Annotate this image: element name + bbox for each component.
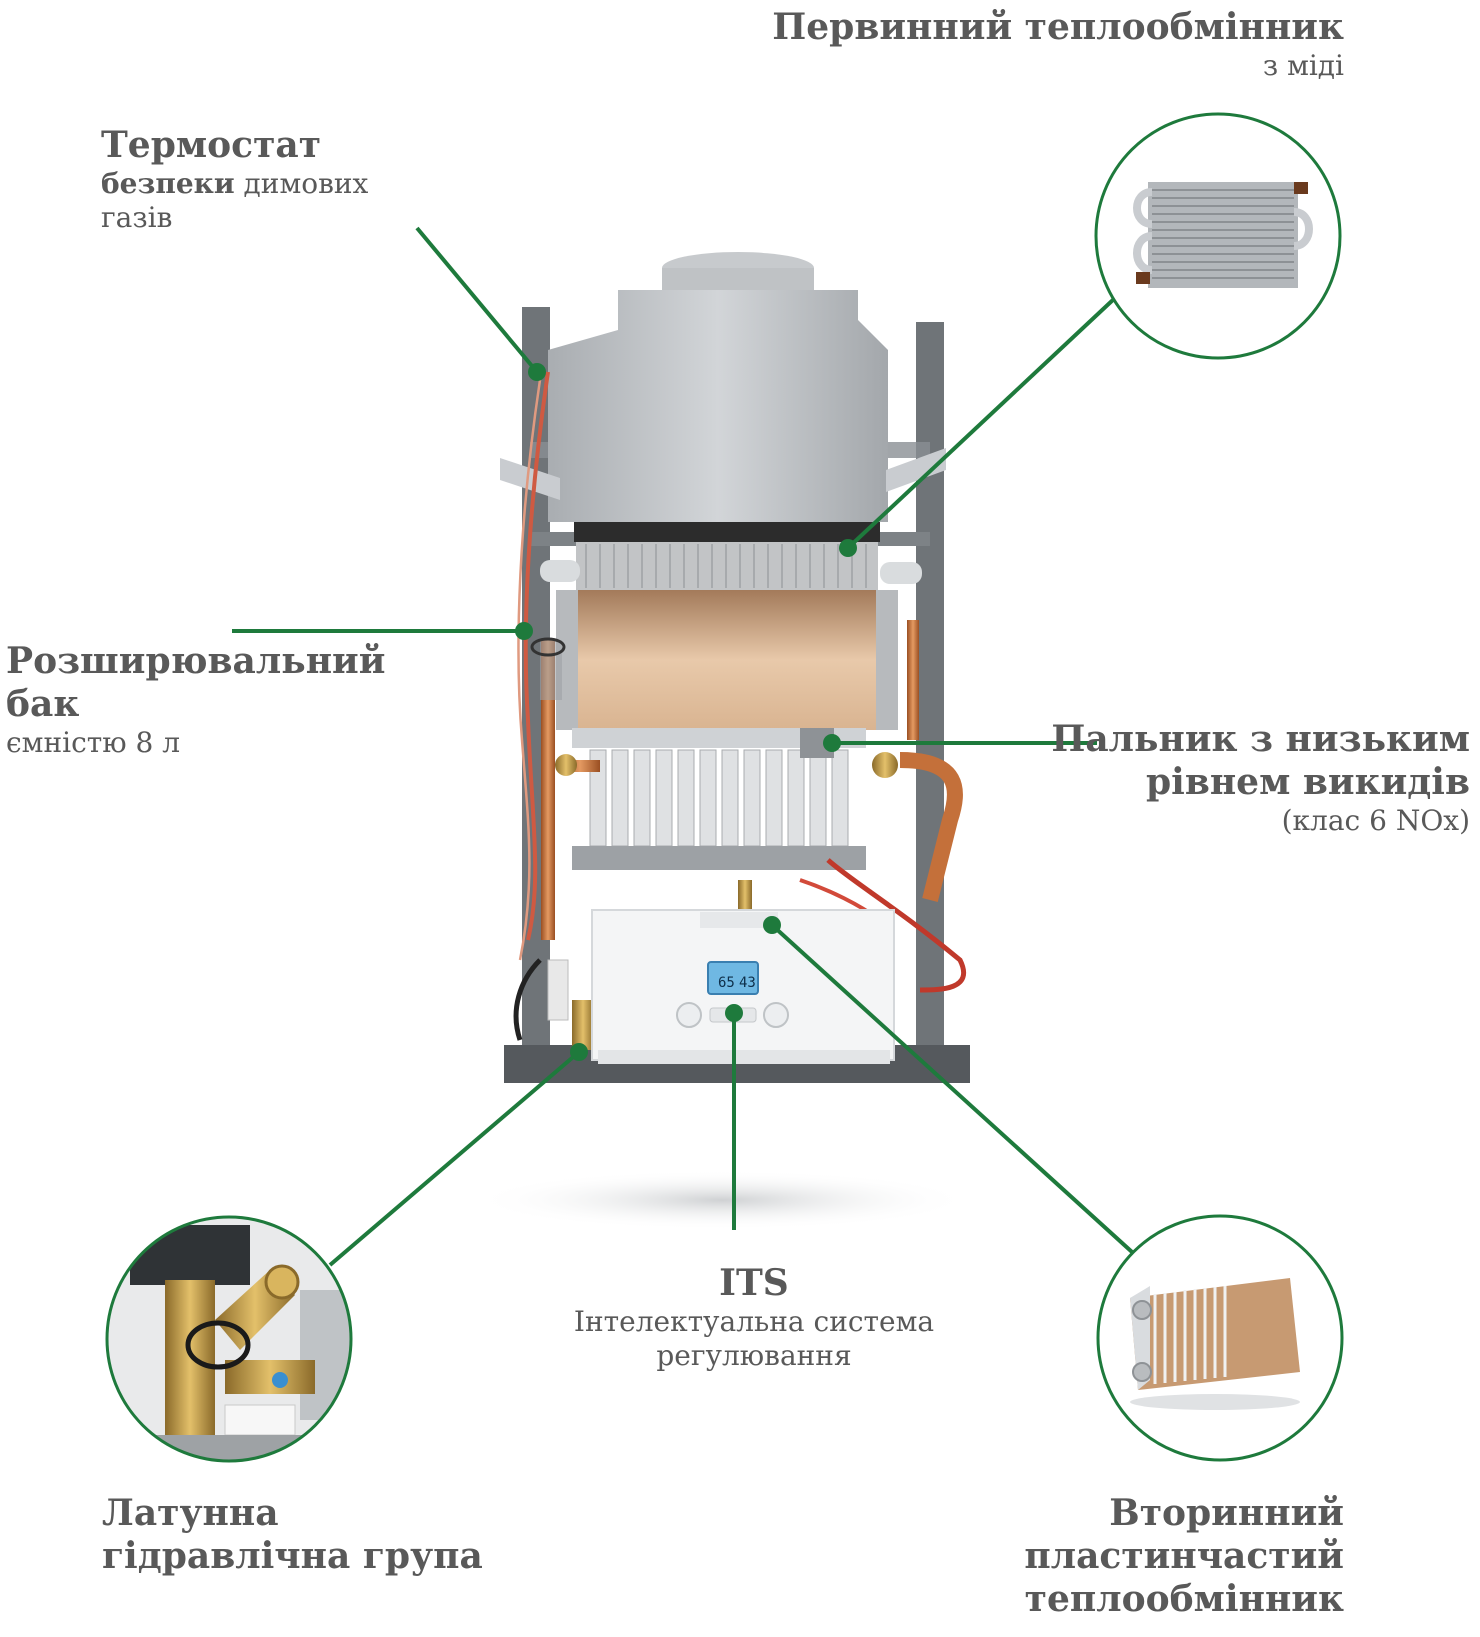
callout-dots (515, 363, 857, 1061)
thermostat-line2: безпеки димових (101, 167, 368, 201)
thermostat-line3: газів (101, 200, 173, 234)
burner-label: Пальник з низьким рівнем викидів (клас 6… (1051, 718, 1470, 838)
boiler-illustration: 65 43 (472, 252, 972, 1230)
primary-hx-inset (1094, 112, 1342, 360)
thermostat-title: Термостат (101, 124, 322, 166)
thermostat-callout-line (415, 226, 539, 374)
callout-lines (232, 226, 1134, 1267)
burner-subtitle: (клас 6 NOx) (1281, 804, 1470, 838)
brass-group-inset (105, 1215, 353, 1463)
secondary-hx-title-2: пластинчастий (1024, 1535, 1344, 1578)
expansion-label: Розширювальний бак ємністю 8 л (6, 640, 385, 760)
burner-title-2: рівнем викидів (1145, 761, 1470, 804)
right-knob[interactable] (763, 1002, 789, 1028)
expansion-subtitle: ємністю 8 л (6, 726, 181, 760)
display-right-value: 43 (739, 975, 756, 991)
secondary-hx-title-3: теплообмінник (1024, 1578, 1344, 1621)
primary-hx-subtitle: з міді (1262, 49, 1344, 83)
burner-title-1: Пальник з низьким (1051, 718, 1470, 760)
primary-hx-label: Первинний теплообмінник з міді (772, 6, 1344, 83)
display-left-value: 65 (718, 975, 735, 991)
thermostat-line2-rest: димових (234, 167, 369, 201)
primary-hx-callout-line (846, 296, 1117, 550)
secondary-hx-title-1: Вторинний (1109, 1492, 1344, 1534)
left-knob[interactable] (676, 1002, 702, 1028)
its-label: ITS Інтелектуальна система регулювання (534, 1262, 974, 1372)
secondary-hx-label: Вторинний пластинчастий теплообмінник (1024, 1492, 1344, 1622)
brass-title-1: Латунна (102, 1492, 279, 1534)
brass-title-2: гідравлічна група (102, 1535, 483, 1578)
secondary-hx-inset (1096, 1214, 1344, 1462)
its-subtitle-2: регулювання (656, 1338, 852, 1372)
lcd-display (707, 961, 759, 995)
brass-group-label: Латунна гідравлічна група (102, 1492, 483, 1578)
thermostat-label: Термостат безпеки димових газів (101, 124, 368, 234)
expansion-title-1: Розширювальний (6, 640, 386, 682)
thermostat-line2-bold: безпеки (101, 167, 235, 201)
its-subtitle-1: Інтелектуальна система (573, 1305, 935, 1339)
expansion-title-2: бак (6, 683, 80, 726)
brass-callout-line (328, 1050, 581, 1267)
its-title: ITS (719, 1262, 789, 1304)
secondary-hx-callout-line (770, 923, 1134, 1254)
primary-hx-title: Первинний теплообмінник (772, 6, 1344, 48)
